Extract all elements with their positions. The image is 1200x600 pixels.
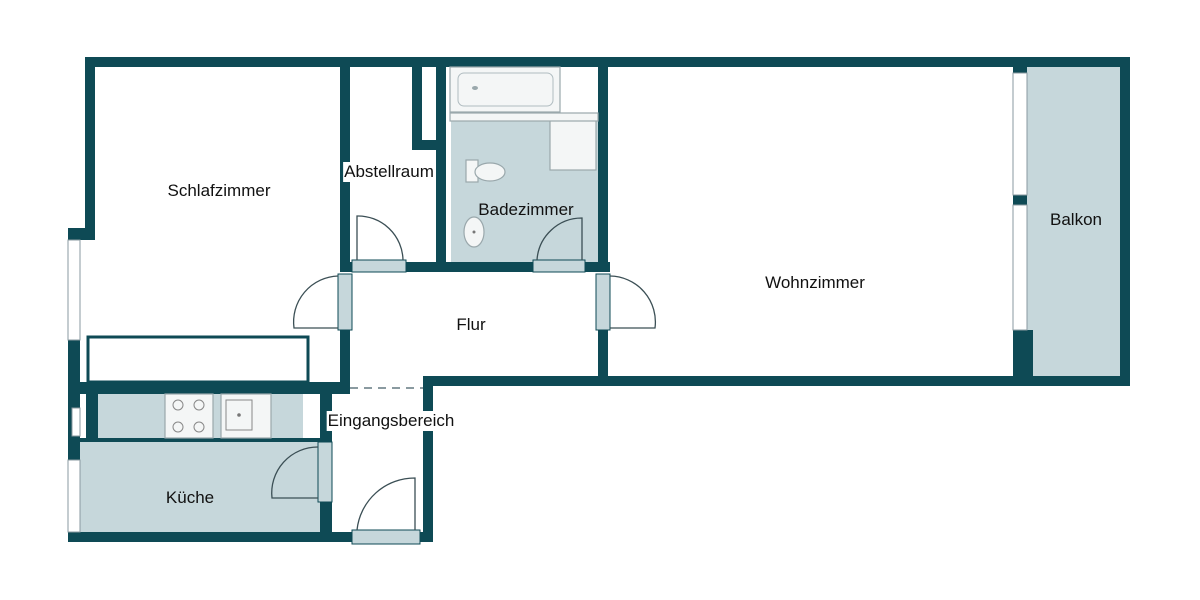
- room-label-abstellraum: Abstellraum: [343, 162, 435, 182]
- windows: [67, 72, 1028, 533]
- toilet-icon: [465, 159, 506, 183]
- bathtub-icon: [449, 66, 561, 113]
- room-label-wohnzimmer: Wohnzimmer: [765, 273, 865, 292]
- room-label-balkon: Balkon: [1050, 210, 1102, 229]
- room-label-badezimmer: Badezimmer: [478, 200, 574, 219]
- room-label-schlafzimmer: Schlafzimmer: [167, 181, 271, 200]
- shelf: [549, 119, 597, 171]
- doors: [271, 215, 657, 545]
- wardrobe: [86, 335, 310, 384]
- kueche-floor: [80, 440, 320, 532]
- stove-icon: [164, 393, 214, 439]
- walls: [68, 57, 1130, 542]
- room-label-eingangsbereich: Eingangsbereich: [326, 411, 456, 431]
- room-label-kueche: Küche: [165, 488, 215, 507]
- bath-counter: [449, 112, 599, 122]
- washbasin-icon: [463, 216, 485, 248]
- sink-icon: [220, 393, 272, 439]
- room-label-flur: Flur: [456, 315, 486, 334]
- balkon-floor: [1027, 66, 1123, 376]
